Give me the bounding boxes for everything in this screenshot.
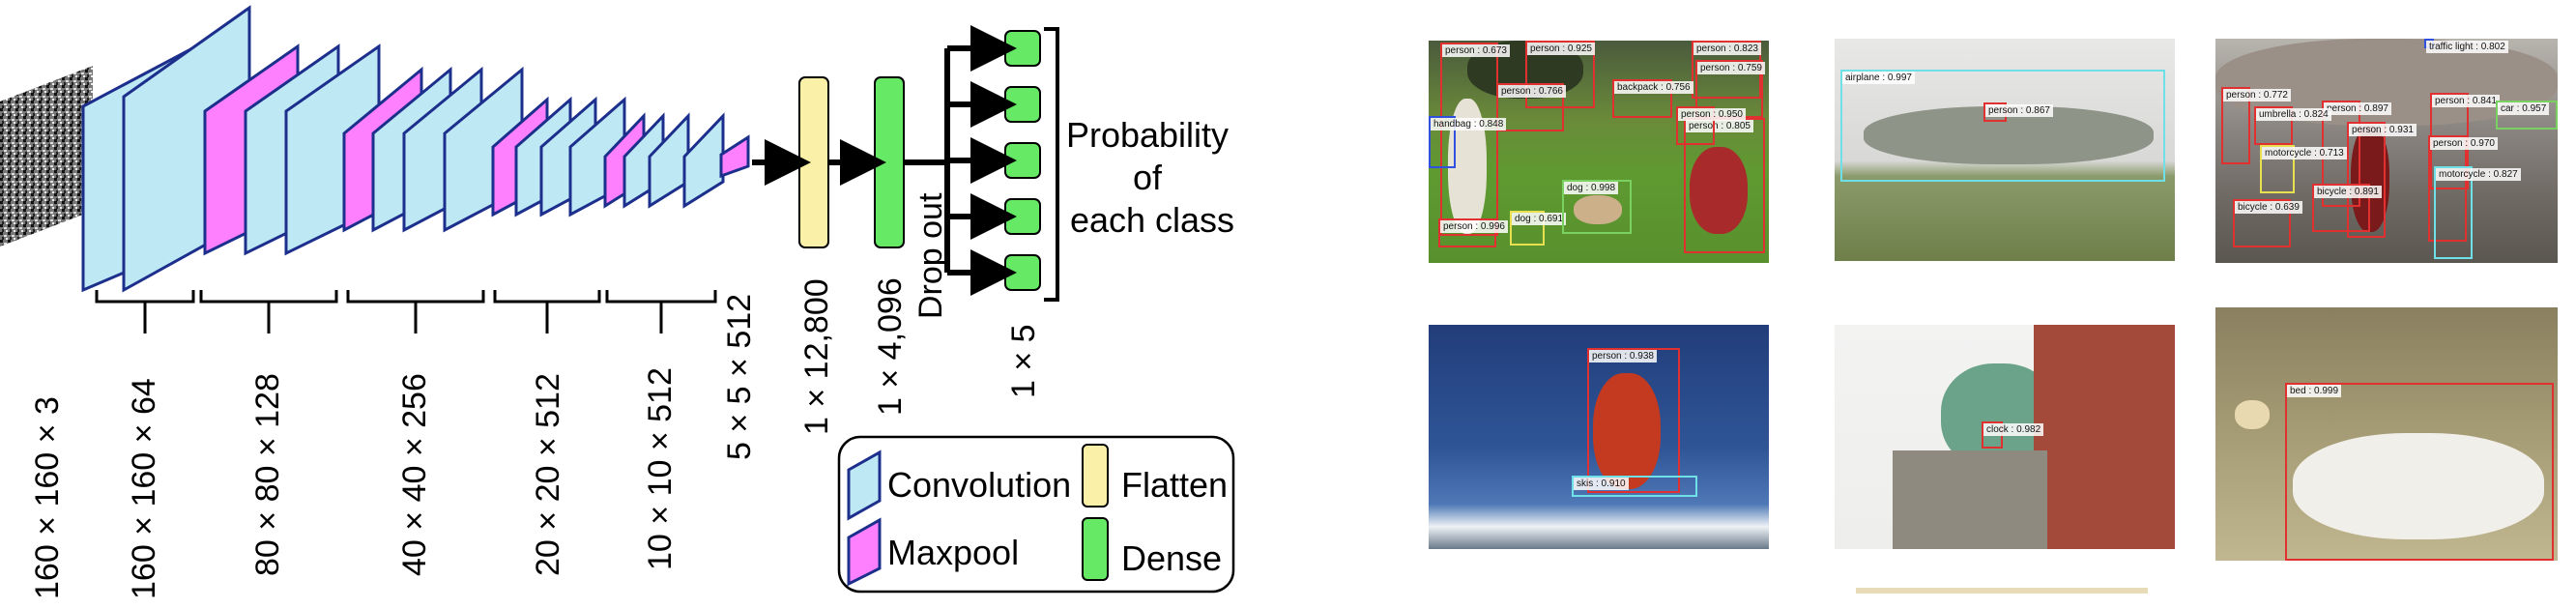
layer-slabs (81, 5, 750, 293)
skier-figure (1593, 373, 1661, 489)
layer-braces (95, 290, 717, 334)
flow-arrows (752, 25, 1017, 296)
maxpool-layer (719, 134, 750, 179)
bbox: motorcycle : 0.827 (2434, 166, 2521, 259)
bbox: handbag : 0.848 (1429, 116, 1507, 168)
bbox: person : 0.673 (1440, 43, 1510, 236)
bbox: umbrella : 0.824 (2254, 106, 2331, 145)
bbox: bicycle : 0.891 (2312, 184, 2382, 232)
legend-convolution-label: Convolution (887, 465, 1071, 505)
legend-dense-swatch (1082, 517, 1109, 581)
building-shape (2034, 325, 2175, 549)
dropout-label: Drop out (912, 192, 949, 319)
dim-conv4: 20 × 20 × 512 (530, 373, 566, 576)
bbox: person : 0.772 (2221, 87, 2291, 164)
dim-conv1: 160 × 160 × 64 (126, 378, 162, 599)
bbox: person : 0.867 (1983, 102, 2053, 122)
detection-photo-skier: person : 0.938 skis : 0.910 (1429, 325, 1769, 549)
legend-flatten-swatch (1082, 444, 1109, 508)
dim-flatten: 1 × 12,800 (798, 278, 835, 435)
conv-layer (682, 112, 725, 209)
bbox: person : 0.950 (1676, 106, 1746, 145)
dim-pool5: 5 × 5 × 512 (721, 294, 758, 460)
legend: Convolution Maxpool Flatten Dense (837, 435, 1235, 594)
output-node (1004, 142, 1041, 179)
lamp-shape (2235, 400, 2270, 429)
dim-dense1: 1 × 4,096 (872, 277, 909, 416)
dim-input: 160 × 160 × 3 (29, 396, 66, 599)
bbox: airplane : 0.997 (1840, 70, 2165, 182)
dim-output: 1 × 5 (1005, 324, 1042, 398)
dim-conv3: 40 × 40 × 256 (396, 373, 433, 576)
probability-label: Probability of each class (1066, 115, 1238, 240)
output-bracket (1044, 27, 1059, 302)
bbox: person : 0.970 (2428, 135, 2498, 242)
legend-dense-label: Dense (1121, 538, 1222, 578)
bbox: person : 0.925 (1525, 41, 1595, 108)
bbox: car : 0.957 (2496, 101, 2558, 130)
dense-block (874, 76, 905, 248)
flatten-block (798, 76, 829, 248)
bbox: bicycle : 0.639 (2233, 199, 2302, 247)
dim-conv5: 10 × 10 × 512 (642, 367, 679, 570)
output-node (1004, 254, 1041, 291)
bbox: person : 0.938 (1587, 348, 1680, 493)
legend-flatten-label: Flatten (1121, 465, 1228, 505)
bbox: clock : 0.982 (1982, 421, 2044, 449)
input-image (0, 66, 93, 246)
detection-photo-bedroom: bed : 0.999 (2215, 307, 2558, 561)
cnn-architecture-diagram: 160 × 160 × 3 160 × 160 × 64 80 × 80 × 1… (0, 5, 1238, 599)
detection-photo-airplane: airplane : 0.997 person : 0.867 (1835, 39, 2175, 261)
bbox: person : 0.766 (1496, 83, 1566, 131)
bbox: backpack : 0.756 (1612, 79, 1693, 118)
building-shape (1893, 450, 2047, 549)
person-figure (2351, 126, 2389, 232)
detection-photo-street: traffic light : 0.802 person : 0.772 per… (2215, 39, 2558, 263)
person-figure (1690, 147, 1748, 234)
dimension-labels: 160 × 160 × 3 160 × 160 × 64 80 × 80 × 1… (29, 192, 1042, 599)
bbox: person : 0.931 (2347, 122, 2417, 238)
output-node (1004, 30, 1041, 67)
bbox: dog : 0.691 (1510, 211, 1567, 246)
bbox: skis : 0.910 (1572, 476, 1697, 497)
bbox: traffic light : 0.802 (2424, 39, 2508, 53)
detection-photo-clock: clock : 0.982 (1835, 325, 2175, 549)
legend-frame (837, 435, 1235, 594)
legend-maxpool-swatch (847, 517, 882, 587)
output-node (1004, 198, 1041, 235)
legend-maxpool-label: Maxpool (887, 533, 1019, 572)
bbox: motorcycle : 0.713 (2260, 145, 2347, 193)
bbox: dog : 0.998 (1562, 180, 1632, 234)
photo-strip (1856, 588, 2148, 594)
legend-convolution-swatch (847, 450, 882, 521)
output-node (1004, 86, 1041, 123)
detection-photo-park: person : 0.673 person : 0.925 person : 0… (1429, 41, 1769, 263)
bbox: bed : 0.999 (2285, 383, 2554, 561)
bbox: person : 0.996 (1438, 218, 1508, 247)
dim-conv2: 80 × 80 × 128 (249, 373, 286, 576)
bed-shape (2293, 433, 2544, 539)
dog-figure (1574, 195, 1622, 224)
